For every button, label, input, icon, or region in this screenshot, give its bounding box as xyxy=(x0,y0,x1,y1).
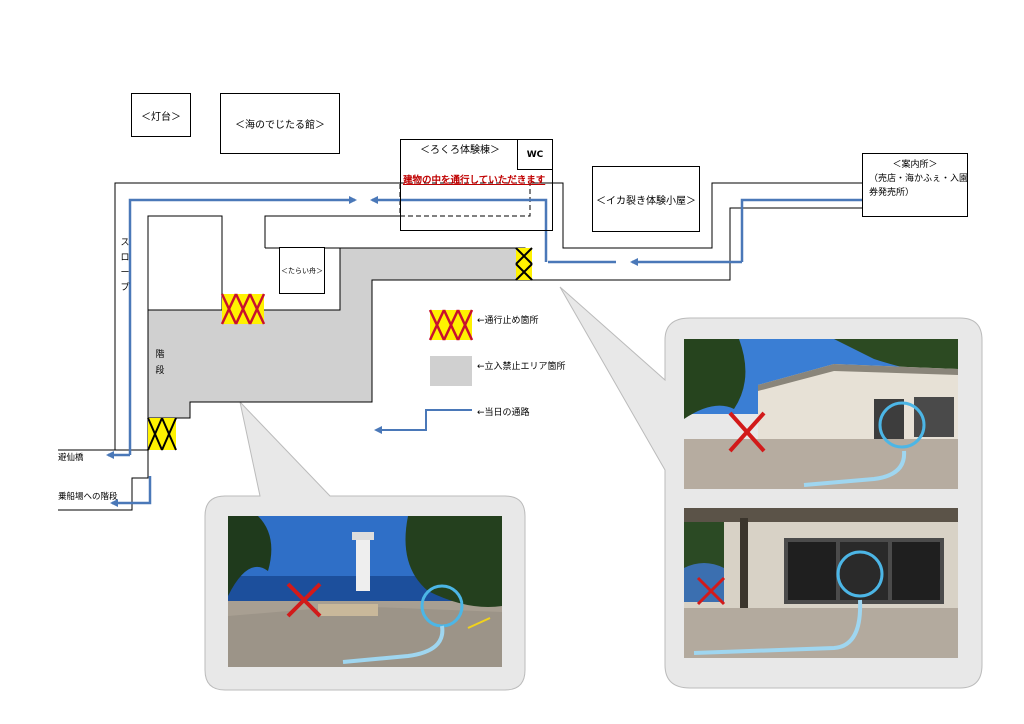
lighthouse-label: ＜灯台＞ xyxy=(141,111,181,123)
rokuro-label: ＜ろくろ体験棟＞ xyxy=(420,145,500,156)
blocked-marker-2 xyxy=(147,417,177,451)
info-line2: （売店・海かふぇ・入園 xyxy=(869,174,969,184)
museum-label: ＜海のでじたる館＞ xyxy=(235,120,325,131)
route-line xyxy=(106,196,862,507)
ika-label: ＜イカ裂き体験小屋＞ xyxy=(596,195,696,207)
legend-blocked-icon xyxy=(428,309,474,341)
slope-char: ス xyxy=(120,238,130,248)
passage-notice: 建物の中を通行していただきます xyxy=(403,175,546,186)
boarding-label: 乗船場への階段 xyxy=(58,492,118,502)
tarai-label: ＜たらい舟＞ xyxy=(281,266,323,275)
museum-box: ＜海のでじたる館＞ xyxy=(220,93,340,154)
slope-label: ス ロ ー プ xyxy=(119,236,131,296)
slope-char: ロ xyxy=(120,253,130,263)
info-title: ＜案内所＞ xyxy=(892,160,938,170)
slope-char: ー xyxy=(120,268,130,278)
blocked-marker-3 xyxy=(515,247,533,281)
ika-box: ＜イカ裂き体験小屋＞ xyxy=(592,166,700,232)
photo-building-passage xyxy=(684,508,958,658)
blocked-marker-1 xyxy=(220,293,266,325)
legend-restricted-text: ←立入禁止エリア箇所 xyxy=(477,362,566,372)
photo-building-exterior xyxy=(684,339,958,489)
stairs-label: 階 段 xyxy=(154,347,166,379)
tarai-box: ＜たらい舟＞ xyxy=(279,247,325,294)
sensen-label: 避仙橋 xyxy=(58,453,84,463)
legend-route-text: ←当日の通路 xyxy=(477,408,530,418)
stairs-char: 段 xyxy=(155,366,165,376)
slope-char: プ xyxy=(120,283,130,293)
info-box: ＜案内所＞ （売店・海かふぇ・入園 券発売所） xyxy=(862,153,968,217)
rokuro-building xyxy=(400,139,553,231)
info-line3: 券発売所） xyxy=(869,188,915,198)
legend-restricted-icon xyxy=(430,356,472,386)
restricted-area xyxy=(147,247,526,419)
wc-box: WC xyxy=(517,139,553,170)
wc-label: WC xyxy=(526,149,544,160)
lighthouse-box: ＜灯台＞ xyxy=(131,93,191,137)
legend-route-icon xyxy=(374,409,472,434)
legend-blocked-text: ←通行止め箇所 xyxy=(477,316,539,326)
stairs-char: 階 xyxy=(155,350,165,360)
photo-lighthouse-path xyxy=(228,516,502,667)
